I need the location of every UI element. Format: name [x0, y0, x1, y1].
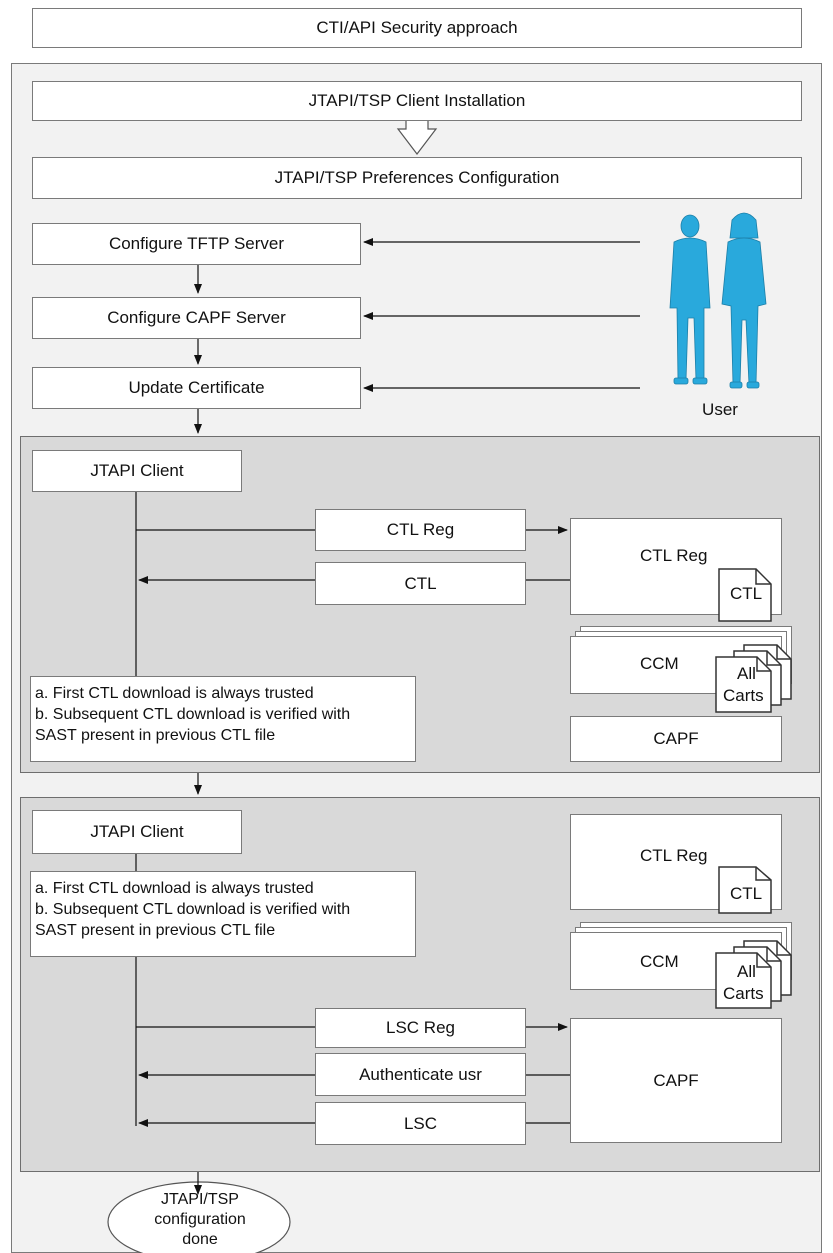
user-label: User [702, 400, 738, 419]
all-certs-label-2a: All [737, 962, 756, 981]
ctl-message: CTL [315, 562, 526, 605]
authenticate-user-message: Authenticate usr [315, 1053, 526, 1096]
ctl-reg-message: CTL Reg [315, 509, 526, 551]
ctl-trust-note-1: a. First CTL download is always trusted … [30, 676, 416, 762]
ccm-label-2: CCM [640, 952, 679, 971]
jtapi-client-box-1: JTAPI Client [32, 450, 242, 492]
ccm-label-1: CCM [640, 654, 679, 673]
note-line: SAST present in previous CTL file [35, 922, 276, 939]
preferences-configuration-box: JTAPI/TSP Preferences Configuration [32, 157, 802, 199]
all-certs-stack-icon-2 [715, 940, 792, 1009]
jtapi-client-box-2: JTAPI Client [32, 810, 242, 854]
capf-server-box-1: CAPF [570, 716, 782, 762]
note-line: a. First CTL download is always trusted [35, 880, 314, 897]
all-certs-stack-icon-1 [715, 644, 792, 713]
ctl-file-label-2: CTL [730, 884, 763, 903]
ctl-reg-server-label-2: CTL Reg [640, 846, 708, 865]
diagram-title: CTI/API Security approach [32, 8, 802, 48]
user-figures-icon [669, 212, 767, 389]
lsc-reg-message: LSC Reg [315, 1008, 526, 1048]
configure-capf-server-box: Configure CAPF Server [32, 297, 361, 339]
ctl-reg-server-label-1: CTL Reg [640, 546, 708, 565]
note-line: b. Subsequent CTL download is verified w… [35, 901, 351, 918]
all-certs-label-1a: All [737, 664, 756, 683]
configure-tftp-server-box: Configure TFTP Server [32, 223, 361, 265]
done-label-line1: JTAPI/TSP [161, 1191, 239, 1208]
done-label-line3: done [182, 1231, 218, 1248]
ctl-file-icon-2 [718, 866, 772, 914]
ctl-file-icon-1 [718, 568, 772, 622]
note-line: b. Subsequent CTL download is verified w… [35, 706, 351, 723]
note-line: SAST present in previous CTL file [35, 727, 276, 744]
done-ellipse [107, 1181, 291, 1253]
ctl-trust-note-2: a. First CTL download is always trusted … [30, 871, 416, 957]
lsc-message: LSC [315, 1102, 526, 1145]
capf-server-box-2: CAPF [570, 1018, 782, 1143]
done-label-line2: configuration [154, 1211, 246, 1228]
all-certs-label-2b: Carts [723, 984, 764, 1003]
ctl-file-label-1: CTL [730, 584, 763, 603]
note-line: a. First CTL download is always trusted [35, 685, 314, 702]
update-certificate-box: Update Certificate [32, 367, 361, 409]
all-certs-label-1b: Carts [723, 686, 764, 705]
client-installation-box: JTAPI/TSP Client Installation [32, 81, 802, 121]
